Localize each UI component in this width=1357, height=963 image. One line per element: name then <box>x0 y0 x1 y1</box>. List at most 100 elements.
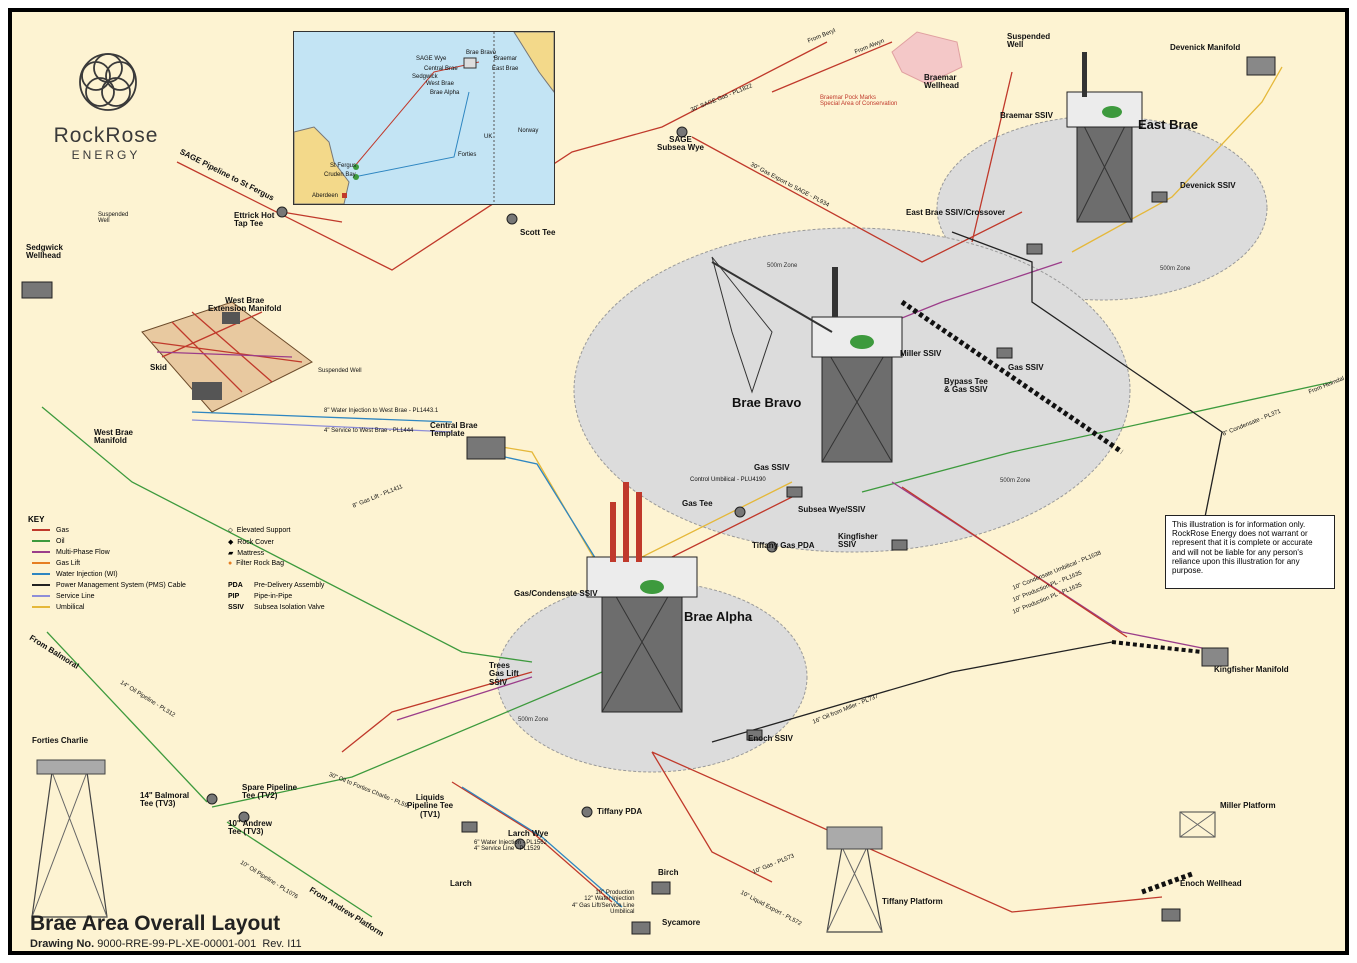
inset-norway: Norway <box>518 128 539 134</box>
zone-label-bravo-e: 500m Zone <box>1000 478 1031 484</box>
label-gas-ssiv-ne: Gas SSIV <box>1008 363 1044 372</box>
central-brae-template-shape <box>466 436 506 460</box>
drawing-number: Drawing No. 9000-RRE-99-PL-XE-00001-001 … <box>30 938 302 950</box>
key-label: Rock Cover <box>237 539 274 546</box>
label-birch-notes: 10" Production 12" Water Injection 4" Ga… <box>572 890 635 915</box>
pipeline-balmoral <box>46 631 208 803</box>
pipeline-forties <box>211 671 603 808</box>
pipeline-water-injection <box>191 411 453 423</box>
label-kingfisher-ssiv: Kingfisher SSIV <box>838 532 878 550</box>
key-label: Service Line <box>56 593 95 600</box>
key-swatch <box>32 562 50 565</box>
mattress-run-2 <box>1111 640 1203 654</box>
label-suspended-well-w: Suspended Well <box>98 212 129 225</box>
rock-cover-icon: ◆ <box>228 539 234 546</box>
label-pl-service: 4" Service to West Brae - PL1444 <box>324 428 414 434</box>
drawing-frame: RockRose ENERGY SAGE Wye Brae Bravo Brae… <box>8 8 1349 955</box>
inset-st-fergus: St Fergus <box>330 163 357 169</box>
label-enoch-wellhead: Enoch Wellhead <box>1180 879 1242 888</box>
inset-map-graphic <box>294 32 554 204</box>
inset-brae-alpha: Brae Alpha <box>430 90 460 96</box>
key-swatch <box>32 551 50 554</box>
page-title: Brae Area Overall Layout <box>30 912 281 935</box>
zone-label-east: 500m Zone <box>1160 266 1191 272</box>
label-skid: Skid <box>150 363 167 372</box>
label-braemar-wellhead: Braemar Wellhead <box>924 73 959 91</box>
disclaimer-box: This illustration is for information onl… <box>1165 515 1335 589</box>
inset-forties: Forties <box>458 152 477 158</box>
key-item-gas-lift: Gas Lift <box>32 560 80 567</box>
label-devenick-ssiv: Devenick SSIV <box>1180 181 1236 190</box>
label-brae-bravo: Brae Bravo <box>732 395 802 410</box>
pipeline-braemar <box>971 71 1013 243</box>
label-tiffany-pda: Tiffany PDA <box>597 807 643 816</box>
key-item-filter: ● Filter Rock Bag <box>228 560 284 567</box>
brae-bravo-platform <box>711 256 903 463</box>
label-sedgwick-wellhead: Sedgwick Wellhead <box>26 243 63 261</box>
label-forties-charlie: Forties Charlie <box>32 736 89 745</box>
inset-braemar: Braemar <box>494 56 518 62</box>
key-label: Mattress <box>237 550 265 557</box>
inset-brae-bravo: Brae Bravo <box>466 50 497 56</box>
label-balmoral-tee: 14" Balmoral Tee (TV3) <box>140 791 190 809</box>
key-label: Gas Lift <box>56 560 81 567</box>
east-brae-platform <box>1066 52 1143 223</box>
brand-name: RockRose <box>53 124 159 147</box>
key-abbr: PIP <box>228 593 240 600</box>
devenick-manifold-shape <box>1246 56 1276 76</box>
label-sage-subsea-wye: SAGE Subsea Wye <box>657 135 704 153</box>
label-west-brae-ext: West Brae Extension Manifold <box>208 296 282 314</box>
key-title: KEY <box>28 515 45 524</box>
inset-sedgwick: Sedgwick <box>412 74 438 80</box>
label-pl-water: 8" Water Injection to West Brae - PL1443… <box>324 408 439 414</box>
forties-charlie-platform <box>31 759 108 918</box>
label-east-brae-ssiv: East Brae SSIV/Crossover <box>906 208 1006 217</box>
key-abbr-text: Subsea Isolation Valve <box>254 604 325 611</box>
pipeline-bravo-east-b <box>951 231 1223 533</box>
drawing-revision: Rev. I11 <box>262 938 302 950</box>
key-item-service: Service Line <box>32 593 95 600</box>
pipeline-west-brae-oil <box>41 406 533 663</box>
key-item-oil: Oil <box>32 538 65 545</box>
label-kingfisher-manifold: Kingfisher Manifold <box>1214 665 1289 674</box>
key-label: Water Injection (WI) <box>56 571 118 578</box>
pipeline-sage <box>176 41 828 271</box>
key-swatch <box>32 606 50 609</box>
subsea-nodes <box>21 126 1181 935</box>
filter-rock-bag-icon: ● <box>228 560 233 567</box>
label-spare-tee: Spare Pipeline Tee (TV2) <box>242 783 298 801</box>
pipeline-alpha-tiffany <box>651 751 773 883</box>
elevated-support-icon: ⬦ <box>228 527 233 534</box>
drawing-number-label: Drawing No. <box>30 938 95 950</box>
pipeline-alpha-west-b <box>396 676 533 721</box>
label-trees-gas-lift: Trees Gas Lift SSIV <box>489 661 519 687</box>
pipeline-alpha-west <box>341 671 533 753</box>
key-label: Multi-Phase Flow <box>56 549 110 556</box>
pipeline-sage-b <box>691 136 1023 263</box>
key-label: Filter Rock Bag <box>236 560 284 567</box>
key-item-water: Water Injection (WI) <box>32 571 118 578</box>
brand-sub: ENERGY <box>71 148 141 162</box>
label-scott-tee: Scott Tee <box>520 228 556 237</box>
inset-map: SAGE Wye Brae Bravo Braemar Central Brae… <box>293 31 555 205</box>
pipeline-tiffany-gas <box>651 751 1163 913</box>
inset-uk: UK <box>484 134 493 140</box>
label-braemar-ssiv: Braemar SSIV <box>1000 111 1053 120</box>
pipeline-larch-b <box>461 786 623 908</box>
mattress-run-3 <box>1141 871 1193 895</box>
title-block: Brae Area Overall Layout Drawing No. 900… <box>30 912 302 950</box>
miller-platform-shape <box>1179 811 1216 838</box>
pipeline-larch <box>451 781 613 903</box>
label-enoch-ssiv: Enoch SSIV <box>748 734 793 743</box>
key-item-gas: Gas <box>32 527 69 534</box>
key-abbr: SSIV <box>228 604 244 611</box>
legend-key: KEY Gas Oil Multi-Phase Flow Gas Lift Wa… <box>28 515 358 635</box>
label-tiffany-gas-pda: Tiffany Gas PDA <box>752 541 815 550</box>
mattress-run <box>900 299 1124 455</box>
inset-cruden-bay: Cruden Bay <box>324 172 356 178</box>
key-label: Elevated Support <box>236 527 291 534</box>
label-suspended-well-c: Suspended Well <box>318 368 362 374</box>
pipeline-ettrick <box>281 211 343 223</box>
pipeline-kingfisher-b <box>901 486 1128 638</box>
